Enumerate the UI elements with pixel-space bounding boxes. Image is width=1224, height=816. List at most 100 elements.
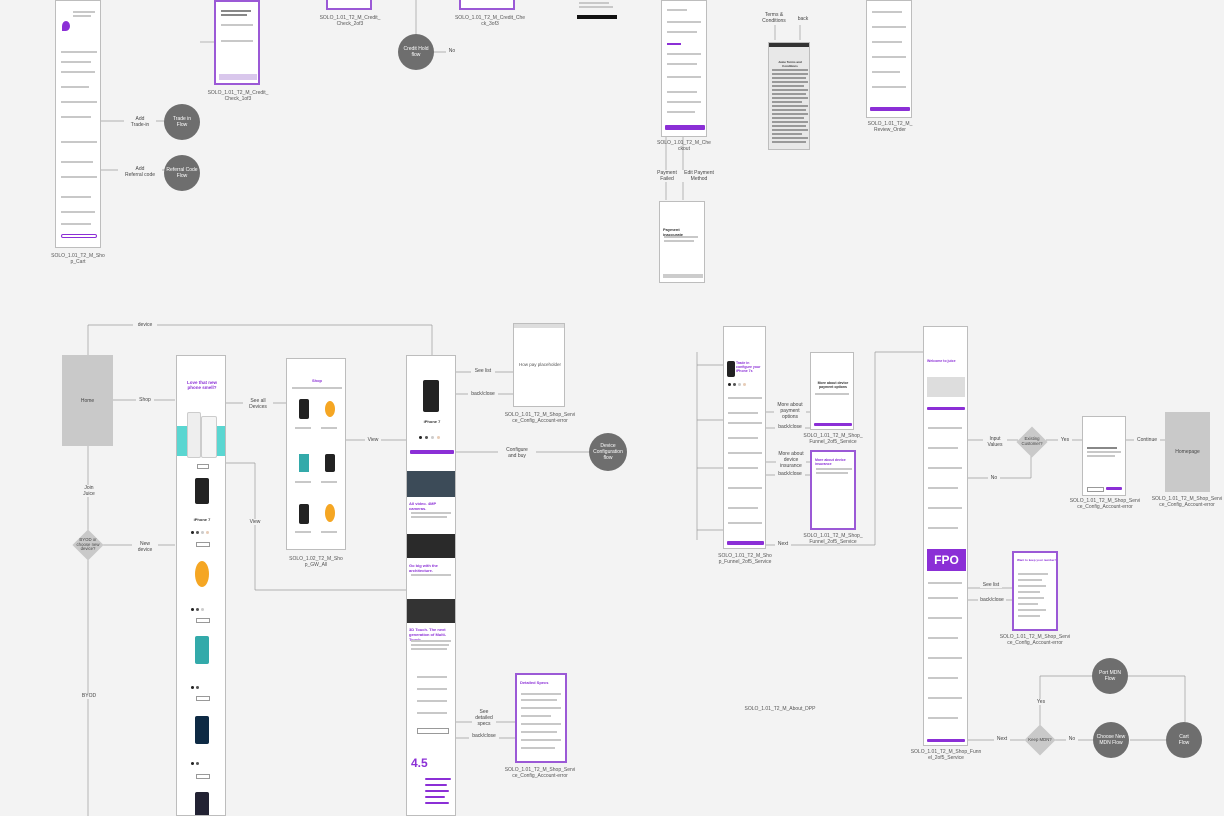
edge-no-top: No (446, 48, 458, 54)
config-error-right-2-label: SOLO_1.01_T2_M_Shop_Servi ce_Config_Acco… (1151, 496, 1223, 509)
existing-customer-label: Existing Customer? (1021, 436, 1043, 446)
credit-check-2-screen (326, 0, 372, 10)
more-insurance-screen: More about device insurance (810, 450, 856, 530)
edge-add-referral: Add Referral code (118, 166, 162, 178)
edge-back-close-2: back/close (469, 733, 499, 739)
edge-view-2: View (365, 437, 381, 443)
edge-byod: BYOD (79, 693, 99, 699)
edge-more-payment: More about payment options (774, 402, 806, 420)
edge-shop: Shop (136, 397, 154, 403)
detailed-specs-title: Detailed Specs (520, 680, 549, 685)
shop-gw-all-label: SOLO_1.02_T2_M_Sho p_GW_All (289, 556, 343, 569)
payment-inaccurate-screen: Payment inaccurate (659, 201, 705, 283)
credit-check-3-screen (459, 0, 515, 10)
pay-placeholder-screen: How pay placeholder (513, 323, 565, 407)
credit-check-3-label: SOLO_1.01_T2_M_Credit_Che ck_3of3 (454, 15, 526, 28)
keep-mdn-node: Keep MDN? (1024, 724, 1056, 756)
small-screen-fragment (577, 0, 617, 20)
config-error-top-label: SOLO_1.01_T2_M_Shop_Servi ce_Config_Acco… (504, 412, 576, 425)
edge-terms: Terms & Conditions (758, 12, 790, 24)
device-configuration-flow-node[interactable]: Device Configuration flow (589, 433, 627, 471)
more-payment-title: More about device payment options (817, 381, 849, 390)
edge-see-list-2: See list (980, 582, 1002, 588)
edge-back-close-1: back/close (468, 391, 498, 397)
credit-hold-flow-node[interactable]: Credit Hold flow (398, 34, 434, 70)
edge-back: back (795, 16, 811, 22)
funnel-2of5-b-label-2: SOLO_1.01_T2_M_Shop_ Funnel_2of5_Service (803, 533, 863, 546)
cart-screen-label: SOLO_1.01_T2_M_Sho p_Cart (51, 253, 105, 266)
cart-avatar-icon (62, 21, 70, 31)
terms-title: Juice Terms and Conditions (778, 60, 802, 68)
edge-next-1: Next (775, 541, 791, 547)
byod-decision-node: BYOD or choose new device? (72, 529, 104, 561)
credit-check-1-screen (214, 0, 260, 85)
cart-screen (55, 0, 101, 248)
choose-new-mdn-flow-node[interactable]: Choose New MDN Flow (1093, 722, 1129, 758)
pay-placeholder-text: How pay placeholder (518, 362, 562, 367)
shop-title: Shop (312, 378, 322, 383)
edge-new-device: New device (132, 541, 158, 553)
edge-more-insurance: More about device insurance (776, 451, 806, 469)
port-mdn-flow-node[interactable]: Port MDN Flow (1092, 658, 1128, 694)
rating-value: 4.5 (411, 756, 428, 770)
homepage-mock-screen: Love that new phone smell? iPhone 7 (176, 355, 226, 816)
referral-code-flow-node[interactable]: Referral Code Flow (164, 155, 200, 191)
edge-payment-failed: Payment Failed (652, 170, 682, 182)
credit-check-2-label: SOLO_1.01_T2_M_Credit_ Check_2of3 (319, 15, 381, 28)
edge-add-trade-in: Add Trade-in (124, 116, 156, 128)
credit-check-1-label: SOLO_1.01_T2_M_Credit_ Check_1of3 (207, 90, 269, 103)
trade-in-flow-node[interactable]: Trade in Flow (164, 104, 200, 140)
review-order-label: SOLO_1.01_T2_M_ Review_Order (867, 121, 913, 134)
cart-flow-node[interactable]: Cart Flow (1166, 722, 1202, 758)
config-error-mid-label: SOLO_1.01_T2_M_Shop_Servi ce_Config_Acco… (999, 634, 1071, 647)
edge-see-detailed-specs: See detailed specs (472, 709, 496, 727)
byod-decision-label: BYOD or choose new device? (76, 536, 100, 552)
edge-join-juice: Join Juice (77, 485, 101, 497)
fpo-placeholder: FPO (927, 549, 966, 571)
config-error-right-1-label: SOLO_1.01_T2_M_Shop_Servi ce_Config_Acco… (1069, 498, 1141, 511)
funnel-2of5-c-label: SOLO_1.01_T2_M_Shop_Funn el_2of5_Service (910, 749, 982, 762)
payment-inaccurate-title: Payment inaccurate (663, 227, 684, 237)
config-error-bottom-label: SOLO_1.01_T2_M_Shop_Servi ce_Config_Acco… (504, 767, 576, 780)
funnel-2of5-c-screen: Welcome to juice FPO (923, 326, 968, 746)
keep-mdn-label: Keep MDN? (1028, 736, 1052, 742)
edge-input-values: Input Values (983, 436, 1007, 448)
funnel-2of5-a-screen: Trade in configure your iPhone 7s (723, 326, 766, 549)
edge-configure-buy: Configure and buy (498, 447, 536, 459)
edge-back-close-3: back/close (775, 424, 805, 430)
home-node[interactable]: Home (62, 355, 113, 446)
edge-no-bottom: No (1066, 736, 1078, 742)
funnel-2of5-b-label: SOLO_1.01_T2_M_Shop_ Funnel_2of5_Service (803, 433, 863, 446)
terms-screen: Juice Terms and Conditions (768, 42, 810, 150)
homepage-node[interactable]: Homepage (1165, 412, 1210, 492)
review-order-screen (866, 0, 912, 118)
edge-device: device (133, 322, 157, 328)
edge-no-mid: No (988, 475, 1000, 481)
edge-yes-1: Yes (1058, 437, 1072, 443)
edge-see-list: See list (471, 368, 495, 374)
edge-edit-payment: Edit Payment Method (680, 170, 718, 182)
product-detail-screen: iPhone 7 All video. 4MP cameras. Go big … (406, 355, 456, 816)
hero-headline: Love that new phone smell? (186, 380, 217, 391)
edge-back-close-5: back/close (978, 597, 1006, 603)
existing-customer-screen (1082, 416, 1126, 496)
more-insurance-title: More about device insurance (815, 458, 846, 467)
trade-in-question: Trade in configure your iPhone 7s (736, 361, 761, 374)
edge-view-1: View (246, 519, 264, 525)
funnel-2of5-a-label: SOLO_1.01_T2_M_Sho p_Funnel_2of5_Service (718, 553, 772, 566)
checkout-label: SOLO_1.01_T2_M_Che ckout (657, 140, 711, 153)
about-dpp-label: SOLO_1.01_T2_M_About_DPP (744, 706, 816, 712)
number-list-screen: Want to keep your number? (1012, 551, 1058, 631)
edge-continue: Continue (1134, 437, 1160, 443)
edge-next-2: Next (994, 736, 1010, 742)
edge-see-all-devices: See all Devices (243, 398, 273, 410)
edge-yes-2: Yes (1034, 699, 1048, 705)
existing-customer-node: Existing Customer? (1016, 426, 1048, 458)
checkout-screen (661, 0, 707, 137)
shop-gw-all-screen: Shop (286, 358, 346, 550)
keep-number-title: Want to keep your number? (1017, 558, 1057, 562)
detailed-specs-screen: Detailed Specs (515, 673, 567, 763)
welcome-text: Welcome to juice (927, 359, 956, 363)
more-payment-screen: More about device payment options (810, 352, 854, 430)
edge-back-close-4: back/close (775, 471, 805, 477)
